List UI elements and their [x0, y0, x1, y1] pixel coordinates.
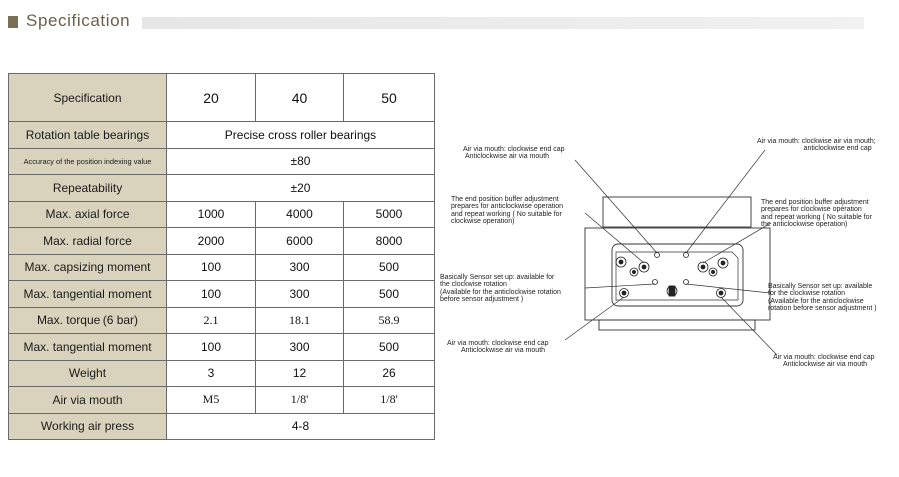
body-outline-lower: [598, 319, 756, 331]
row-label: Working air press: [8, 412, 167, 440]
value-cell: 12: [255, 359, 344, 387]
port-bottom-right: [716, 288, 726, 298]
leader-mid-right: [702, 222, 772, 264]
header-square-icon: [8, 16, 18, 28]
table-row: Accuracy of the position indexing value …: [8, 147, 435, 175]
value-cell: 100: [166, 333, 256, 361]
small-hole: [652, 279, 658, 285]
table-row: Max. torque (6 bar) 2.1 18.1 58.9: [8, 306, 435, 334]
small-hole: [683, 279, 689, 285]
value-cell: 58.9: [343, 306, 435, 334]
annotation-top-right: Air via mouth: clockwise air via mouth; …: [757, 138, 876, 153]
inner-plate-outline: [611, 243, 744, 307]
value-cell: 500: [343, 280, 435, 308]
leader-bottom-left: [564, 296, 625, 341]
specification-table: Specification 20 40 50 Rotation table be…: [8, 73, 435, 440]
annotation-mid-right: The end position buffer adjustment prepa…: [761, 199, 872, 228]
row-label: Max. torque (6 bar): [8, 306, 167, 334]
sensor-slot-center: [666, 285, 678, 297]
table-row: Max. capsizing moment 100 300 500: [8, 253, 435, 281]
value-cell: 2000: [166, 227, 256, 255]
annotation-mid-left: The end position buffer adjustment prepa…: [451, 196, 564, 225]
row-label: Air via mouth: [8, 386, 167, 414]
row-label: Max. capsizing moment: [8, 253, 167, 281]
small-hole: [654, 252, 660, 258]
value-cell: 26: [343, 359, 435, 387]
header-label-cell: Specification: [8, 73, 167, 122]
table-row: Max. tangential moment 100 300 500: [8, 280, 435, 308]
model-40-cell: 40: [255, 73, 344, 122]
value-cell: 300: [255, 253, 344, 281]
table-row: Max. axial force 1000 4000 5000: [8, 200, 435, 228]
row-label: Max. radial force: [8, 227, 167, 255]
table-header-row: Specification 20 40 50: [8, 73, 435, 122]
port-center-right: [697, 261, 718, 277]
value-cell: 8000: [343, 227, 435, 255]
value-cell: 500: [343, 333, 435, 361]
leader-bottom-right: [720, 296, 778, 356]
leader-top-left: [574, 159, 658, 254]
section-header: Specification: [8, 11, 864, 34]
merged-value-cell: 4-8: [166, 412, 435, 440]
port-top-left: [615, 256, 627, 268]
table-row: Repeatability ±20: [8, 174, 435, 202]
merged-value-cell: ±20: [166, 174, 435, 202]
row-label: Repeatability: [8, 174, 167, 202]
row-label: Weight: [8, 359, 167, 387]
value-cell: 500: [343, 253, 435, 281]
inner-plate-face: [615, 251, 739, 301]
value-cell: 1000: [166, 200, 256, 228]
annotation-sensor-right: Basically Sensor set up: available for t…: [768, 283, 877, 312]
section-title: Specification: [26, 11, 131, 30]
value-cell: M5: [166, 386, 256, 414]
body-outline-top: [602, 196, 752, 228]
row-label: Rotation table bearings: [8, 121, 167, 149]
table-row: Max. radial force 2000 6000 8000: [8, 227, 435, 255]
value-cell: 1/8': [343, 386, 435, 414]
leader-mid-left: [584, 212, 645, 264]
row-label: Accuracy of the position indexing value: [8, 147, 167, 175]
table-row: Rotation table bearings Precise cross ro…: [8, 121, 435, 149]
port-bottom-left: [619, 288, 629, 298]
port-center-left: [629, 261, 650, 277]
leader-sensor-right: [685, 283, 771, 294]
value-cell: 5000: [343, 200, 435, 228]
merged-value-cell: Precise cross roller bearings: [166, 121, 435, 149]
leader-sensor-left: [584, 283, 656, 289]
annotation-sensor-left: Basically Sensor set up: available for t…: [440, 274, 561, 303]
leader-top-right: [685, 149, 766, 254]
annotation-bottom-right: Air via mouth: clockwise end cap Anticlo…: [773, 354, 875, 369]
merged-value-cell: ±80: [166, 147, 435, 175]
value-cell: 6000: [255, 227, 344, 255]
row-label: Max. tangential moment: [8, 280, 167, 308]
value-cell: 4000: [255, 200, 344, 228]
port-top-right: [717, 257, 729, 269]
table-row: Weight 3 12 26: [8, 359, 435, 387]
row-label: Max. axial force: [8, 200, 167, 228]
annotation-top-left: Air via mouth: clockwise end cap Anticlo…: [463, 146, 565, 161]
small-hole: [683, 252, 689, 258]
table-row: Air via mouth M5 1/8' 1/8': [8, 386, 435, 414]
annotation-bottom-left: Air via mouth: clockwise end cap Anticlo…: [447, 340, 549, 355]
model-20-cell: 20: [166, 73, 256, 122]
header-divider-bar: [142, 17, 864, 29]
table-row: Working air press 4-8: [8, 412, 435, 440]
model-50-cell: 50: [343, 73, 435, 122]
